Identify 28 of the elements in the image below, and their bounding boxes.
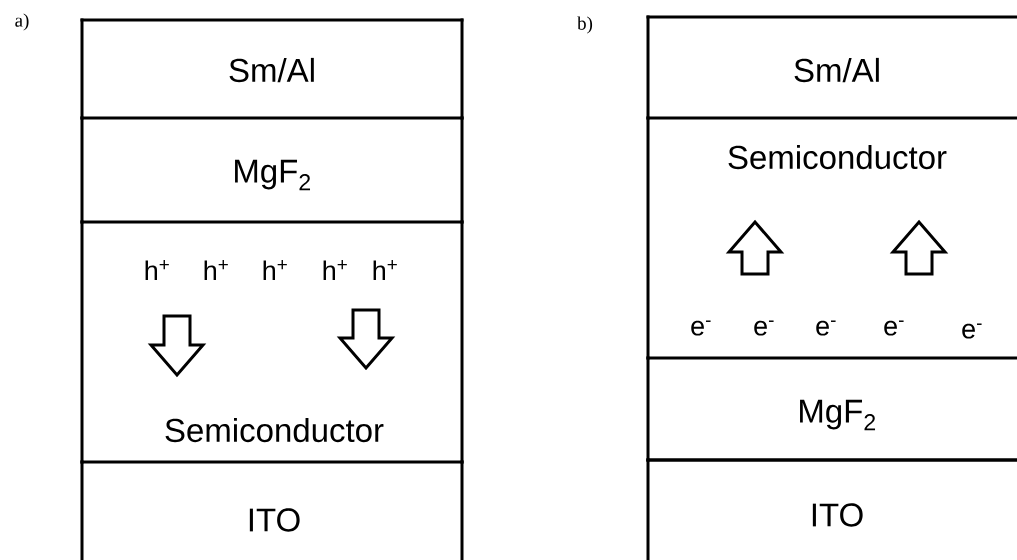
layer-box	[80, 116, 464, 224]
layer-label: ITO	[812, 503, 863, 527]
layer-label: Semiconductor	[728, 144, 947, 170]
charge-label: e$^{-}$	[754, 320, 774, 336]
layer-label: MgF$_{2}$	[235, 159, 310, 191]
panel-label: a)	[15, 13, 29, 31]
layer-label: Semiconductor	[165, 417, 384, 443]
layer-box	[80, 220, 464, 464]
charge-label: e$^{-}$	[816, 320, 836, 336]
charge-label: h$^{+}$	[204, 260, 228, 280]
layer-box	[646, 15, 1017, 120]
layer-box	[80, 460, 464, 560]
layer-label: Sm/Al	[229, 57, 314, 83]
charge-label: e$^{-}$	[962, 323, 982, 339]
charge-label: h$^{+}$	[373, 260, 397, 280]
layer-box	[646, 116, 1017, 360]
layer-box	[80, 18, 464, 120]
charge-label: e$^{-}$	[691, 320, 711, 336]
charge-label: h$^{+}$	[263, 260, 287, 280]
layer-label: Sm/Al	[794, 57, 879, 83]
layer-label: MgF$_{2}$	[800, 399, 875, 431]
charge-label: e$^{-}$	[884, 320, 904, 336]
layer-label: ITO	[249, 508, 300, 532]
panel-label: b)	[577, 16, 593, 34]
layer-box	[646, 458, 863, 560]
charge-label: h$^{+}$	[145, 260, 169, 280]
layer-box	[646, 356, 1017, 462]
charge-label: h$^{+}$	[323, 260, 347, 280]
